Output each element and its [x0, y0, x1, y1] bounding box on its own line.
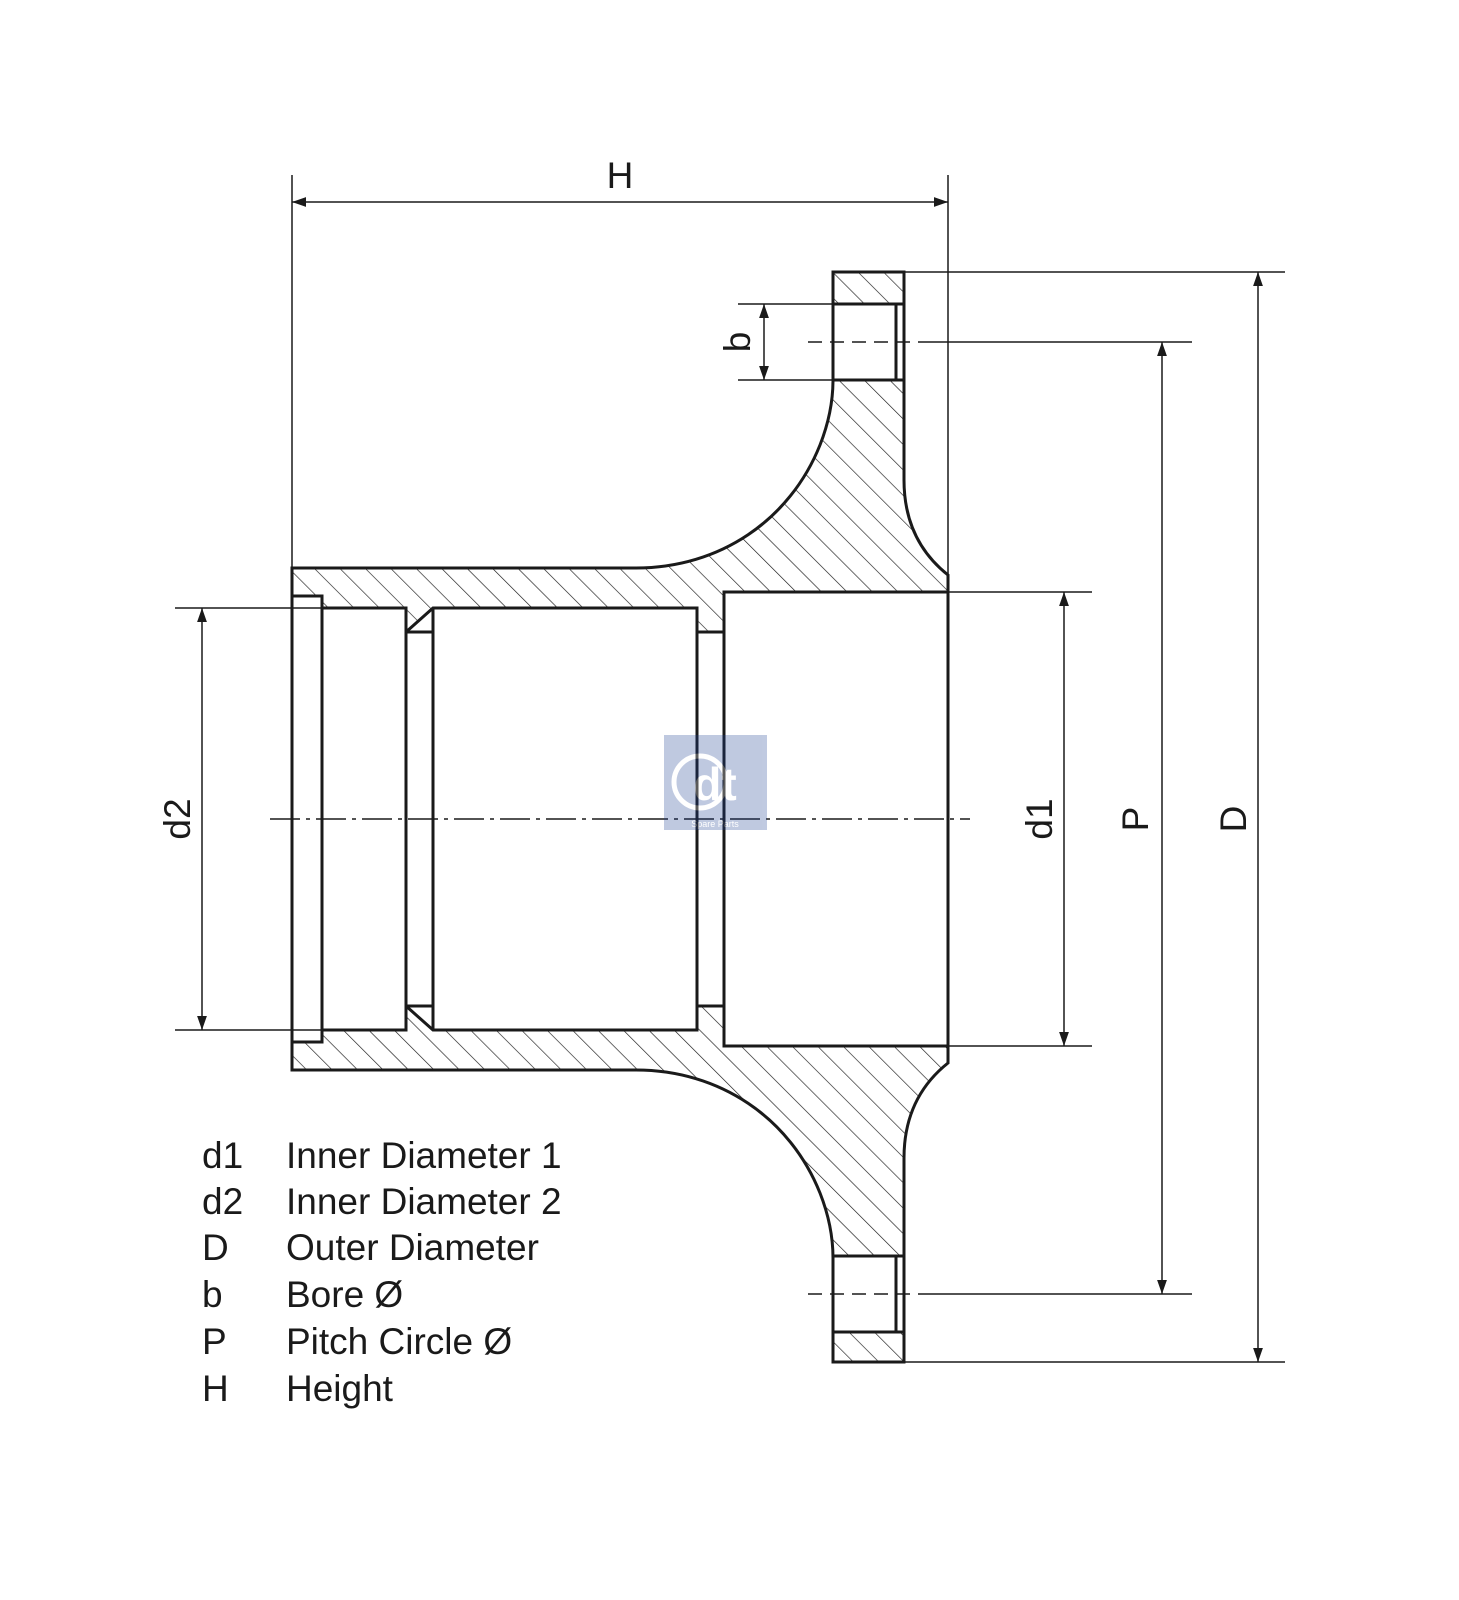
legend-symbol: d2 — [202, 1181, 243, 1222]
legend-description: Inner Diameter 2 — [286, 1181, 562, 1222]
legend: d1 Inner Diameter 1 d2 Inner Diameter 2 … — [202, 1135, 562, 1409]
legend-description: Bore Ø — [286, 1274, 403, 1315]
label-H: H — [607, 155, 634, 196]
dimension-arrows — [197, 197, 1263, 1362]
legend-description: Outer Diameter — [286, 1227, 539, 1268]
legend-description: Pitch Circle Ø — [286, 1321, 512, 1362]
legend-symbol: P — [202, 1321, 227, 1362]
logo-subtext: Spare Parts — [691, 819, 739, 829]
legend-symbol: H — [202, 1368, 229, 1409]
logo-mark: dt — [693, 758, 736, 810]
dt-logo-watermark: dt Spare Parts — [664, 735, 767, 830]
label-b: b — [717, 332, 758, 353]
legend-description: Inner Diameter 1 — [286, 1135, 562, 1176]
legend-description: Height — [286, 1368, 394, 1409]
label-d1: d1 — [1019, 798, 1060, 839]
label-d2: d2 — [157, 798, 198, 839]
legend-symbol: D — [202, 1227, 229, 1268]
legend-symbol: d1 — [202, 1135, 243, 1176]
extension-lines — [175, 175, 1285, 1363]
legend-symbol: b — [202, 1274, 223, 1315]
label-P: P — [1115, 807, 1156, 832]
label-D: D — [1213, 806, 1254, 833]
